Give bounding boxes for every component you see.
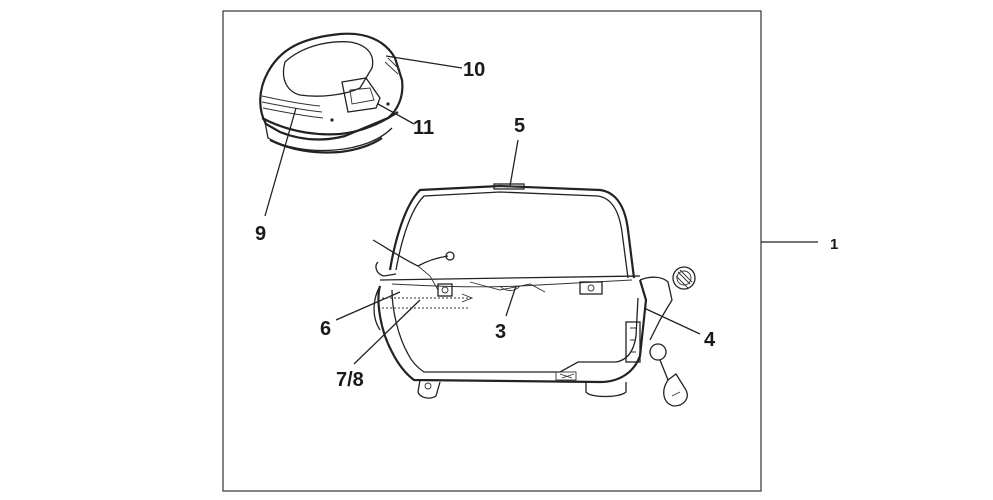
diagram-frame [222,10,762,492]
leader-line-10 [385,55,463,69]
callout-7-8[interactable]: 7/8 [336,369,364,391]
leader-line-5 [509,139,519,187]
callout-1[interactable]: 1 [830,236,838,253]
leader-line-4 [643,307,701,335]
callout-4[interactable]: 4 [704,329,716,351]
leader-line-7-8 [353,299,421,365]
leader-line-9 [264,107,297,217]
callout-9[interactable]: 9 [255,223,266,245]
callout-10[interactable]: 10 [463,59,485,81]
leader-line-6 [335,291,401,321]
leader-line-11 [377,103,415,125]
callout-6[interactable]: 6 [320,318,331,340]
leader-line-3 [505,285,517,317]
open-case-illustration [372,183,696,407]
callout-11[interactable]: 11 [413,117,434,139]
top-case-illustration [259,32,404,154]
callout-3[interactable]: 3 [495,321,506,343]
callout-5[interactable]: 5 [514,115,525,137]
